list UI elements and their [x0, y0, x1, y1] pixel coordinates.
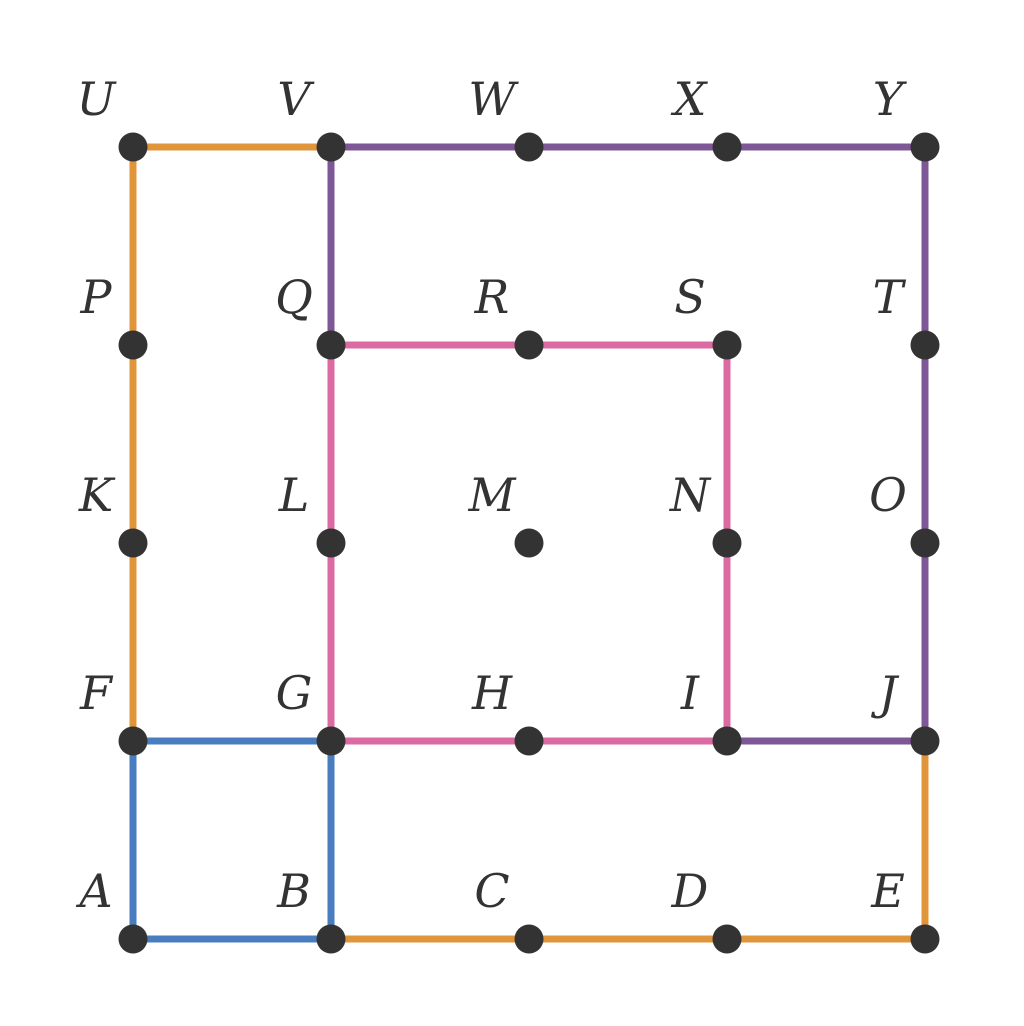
node-k — [118, 528, 148, 558]
node-j — [910, 726, 940, 756]
node-label-d: D — [671, 864, 709, 918]
node-label-g: G — [276, 666, 313, 720]
node-label-s: S — [674, 270, 706, 324]
node-label-q: Q — [275, 270, 313, 324]
node-label-m: M — [467, 468, 517, 522]
node-label-k: K — [78, 468, 116, 522]
node-b — [316, 924, 346, 954]
node-r — [514, 330, 544, 360]
node-label-r: R — [474, 270, 510, 324]
node-label-e: E — [870, 864, 905, 918]
node-h — [514, 726, 544, 756]
edges-layer — [129, 143, 929, 943]
node-c — [514, 924, 544, 954]
node-m — [514, 528, 544, 558]
node-label-y: Y — [873, 72, 908, 126]
node-label-x: X — [671, 72, 709, 126]
node-u — [118, 132, 148, 162]
nodes-layer — [118, 132, 940, 954]
node-label-b: B — [276, 864, 311, 918]
node-label-n: N — [669, 468, 712, 522]
node-x — [712, 132, 742, 162]
node-a — [118, 924, 148, 954]
node-p — [118, 330, 148, 360]
node-label-t: T — [873, 270, 907, 324]
node-label-o: O — [869, 468, 907, 522]
node-label-w: W — [468, 72, 519, 126]
node-f — [118, 726, 148, 756]
node-t — [910, 330, 940, 360]
node-label-v: V — [277, 72, 315, 126]
node-i — [712, 726, 742, 756]
node-v — [316, 132, 346, 162]
node-e — [910, 924, 940, 954]
labels-layer: A B C D E F G H I J K L M N O P Q R S T U V W X Y — [75, 72, 907, 918]
node-label-f: F — [79, 666, 114, 720]
node-label-p: P — [80, 270, 113, 324]
node-label-h: H — [471, 666, 513, 720]
node-label-c: C — [474, 864, 509, 918]
node-o — [910, 528, 940, 558]
node-y — [910, 132, 940, 162]
node-label-l: L — [278, 468, 310, 522]
node-g — [316, 726, 346, 756]
node-q — [316, 330, 346, 360]
node-d — [712, 924, 742, 954]
node-label-a: A — [75, 864, 112, 918]
node-n — [712, 528, 742, 558]
node-w — [514, 132, 544, 162]
node-label-u: U — [77, 72, 118, 126]
node-l — [316, 528, 346, 558]
node-label-i: I — [680, 666, 700, 720]
node-s — [712, 330, 742, 360]
node-label-j: J — [871, 666, 900, 720]
